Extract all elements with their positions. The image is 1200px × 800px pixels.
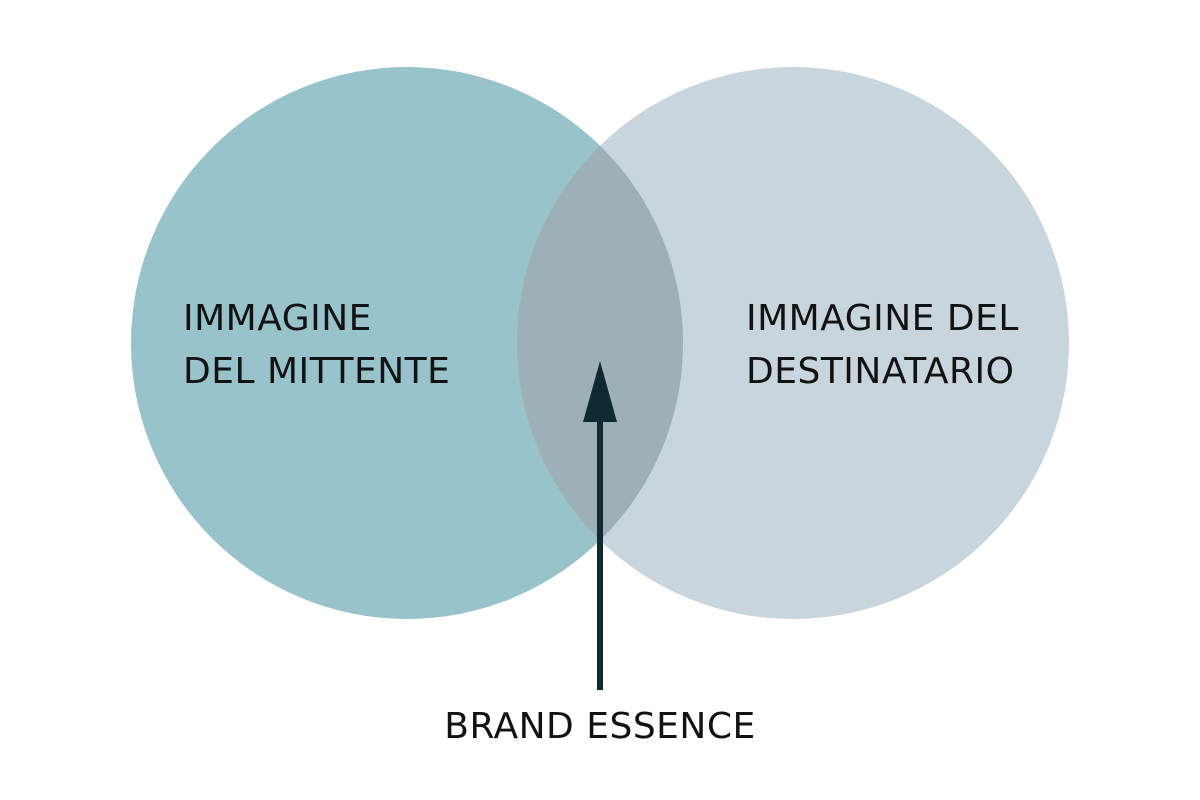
receiver-image-label-line1: IMMAGINE DEL — [746, 298, 1019, 339]
arrow-head-icon — [583, 361, 617, 422]
sender-image-label-line2: DEL MITTENTE — [183, 351, 450, 392]
arrow-shaft — [597, 418, 603, 690]
receiver-image-label: IMMAGINE DEL DESTINATARIO — [746, 298, 1031, 392]
brand-essence-label: BRAND ESSENCE — [444, 706, 755, 747]
sender-image-label-line1: IMMAGINE — [183, 298, 372, 339]
receiver-image-circle — [517, 67, 1069, 619]
sender-image-circle — [131, 67, 683, 619]
receiver-image-label-line2: DESTINATARIO — [746, 351, 1014, 392]
sender-image-label: IMMAGINE DEL MITTENTE — [183, 298, 450, 392]
brand-essence-arrow — [583, 361, 617, 690]
